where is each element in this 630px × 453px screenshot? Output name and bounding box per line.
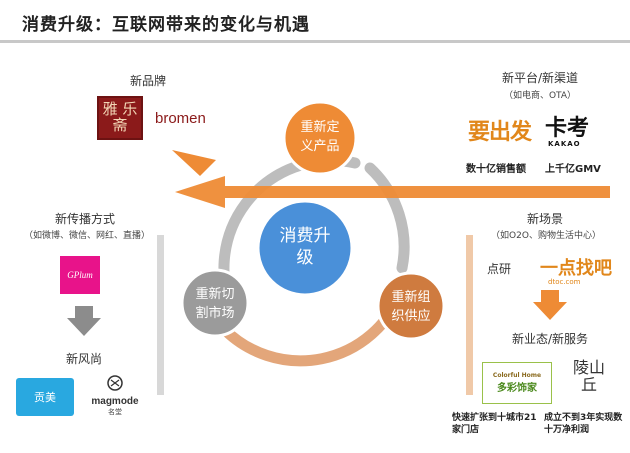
node-left-line1: 重新切 (195, 287, 235, 302)
new-scene-sub: （如O2O、购物生活中心） (491, 231, 601, 241)
node-top (282, 100, 358, 176)
center-label: 消费升 级 (255, 225, 355, 269)
new-media-label: 新传播方式 (54, 212, 115, 226)
node-left-line2: 割市场 (195, 306, 235, 321)
magmode-text: magmode (91, 396, 139, 407)
center-line1: 消费升 (279, 226, 331, 246)
logo-colorful-home: Colorful Home 多彩饰家 (482, 362, 552, 404)
vertical-bar-right (466, 235, 473, 395)
node-left (180, 268, 250, 338)
logo-lingshanqiu: 陵山丘 (572, 358, 605, 394)
channel-caption-right: 上千亿GMV (545, 164, 601, 175)
logo-kakao: 卡考 (545, 116, 590, 141)
title-divider (0, 40, 630, 43)
logo-gplum: GPlum (60, 256, 100, 294)
logo-zhaowo-sub: dtoc.com (548, 278, 581, 286)
logo-yaochufa: 要出发 (468, 120, 532, 145)
new-scene-label: 新场景 (526, 212, 563, 226)
node-top-line2: 义产品 (300, 139, 340, 154)
down-arrow-left (67, 306, 101, 336)
new-media-sub: （如微博、微信、网红、直播） (23, 231, 150, 241)
orange-arrow (175, 176, 610, 208)
service-caption-right: 成立不到3年实现数十万净利润 (544, 413, 623, 435)
node-right-line1: 重新组 (391, 290, 431, 305)
vertical-bar-left (157, 235, 164, 395)
new-fashion-label: 新风尚 (65, 352, 102, 366)
magmode-icon (107, 375, 123, 391)
logo-zhaowo: 一点找吧 (540, 258, 612, 279)
brand-logo-bromen: bromen (155, 110, 206, 127)
down-arrow-right (533, 290, 567, 320)
page-title: 消费升级：互联网带来的变化与机遇 (22, 15, 310, 35)
node-top-label: 重新定 义产品 (283, 118, 357, 156)
node-top-line1: 重新定 (300, 120, 340, 135)
cycle-ring-orange (219, 289, 406, 367)
node-right (376, 271, 446, 341)
brand-logo-yalezhai: 雅 乐 斋 (97, 96, 143, 140)
center-line2: 级 (296, 248, 314, 268)
node-right-label: 重新组 织供应 (376, 288, 446, 326)
new-channel-label: 新平台/新渠道 (501, 71, 579, 85)
cycle-ring-gray-right (364, 162, 410, 274)
orange-arrow-head (172, 150, 216, 176)
new-brand-label: 新品牌 (129, 74, 166, 88)
logo-kakao-sub: KAKAO (548, 140, 581, 148)
new-service-label: 新业态/新服务 (511, 332, 589, 346)
colorful-home-cn: 多彩饰家 (497, 383, 537, 394)
logo-gongmei: 贡美 (16, 378, 74, 416)
colorful-home-en: Colorful Home (492, 372, 542, 379)
logo-magmode: magmode 名堂 (82, 374, 148, 417)
logo-dianyan: 点研 (487, 262, 512, 276)
channel-caption-left: 数十亿销售额 (466, 164, 526, 175)
center-circle (256, 199, 354, 297)
node-right-line2: 织供应 (391, 309, 431, 324)
node-left-label: 重新切 割市场 (180, 285, 250, 323)
service-caption-left: 快速扩张到十城市21家门店 (452, 413, 537, 435)
new-channel-sub: （如电商、OTA） (503, 91, 577, 101)
magmode-sub: 名堂 (108, 408, 122, 416)
